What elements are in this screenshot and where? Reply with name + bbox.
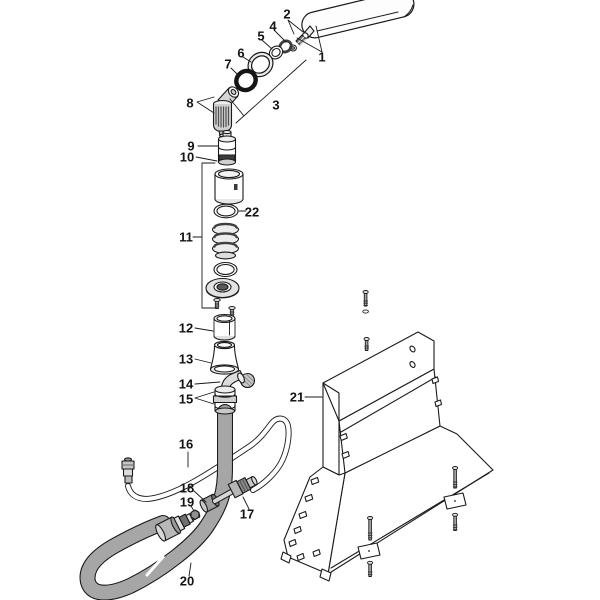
callout-2: 2 [283,6,291,22]
callout-18: 18 [179,480,195,496]
callout-1: 1 [318,49,326,65]
corrugated-hose [79,404,233,600]
callout-15: 15 [178,391,194,407]
callout-20: 20 [179,573,195,589]
callout-17: 17 [239,506,255,522]
callout-12: 12 [178,320,194,336]
leader-lines [187,19,323,577]
callout-5: 5 [257,28,265,44]
callout-8: 8 [186,95,194,111]
callout-22: 22 [244,204,260,220]
callout-13: 13 [178,351,194,367]
hose-connector [212,385,238,415]
hose-end-fitting [121,457,135,484]
sleeve [213,313,236,341]
hand-shower [301,0,415,39]
mounting-screws [362,290,459,577]
supply-hose [121,415,292,502]
callout-10: 10 [179,149,195,165]
escutcheon [209,340,240,375]
callout-14: 14 [178,376,194,392]
callout-6: 6 [237,45,245,61]
callout-3: 3 [272,97,280,113]
cartridge-group [205,168,244,317]
callout-21: 21 [289,389,305,405]
hose-fittings [190,475,258,521]
callout-4: 4 [269,18,277,34]
nut-19 [190,509,200,521]
callout-9: 9 [187,138,195,154]
fitting-17 [227,475,258,499]
callout-16: 16 [178,436,194,452]
callout-7: 7 [224,56,232,72]
valve-insert [217,129,237,166]
connector-parts [234,34,307,93]
callout-11: 11 [179,229,193,245]
callout-19: 19 [179,494,195,510]
